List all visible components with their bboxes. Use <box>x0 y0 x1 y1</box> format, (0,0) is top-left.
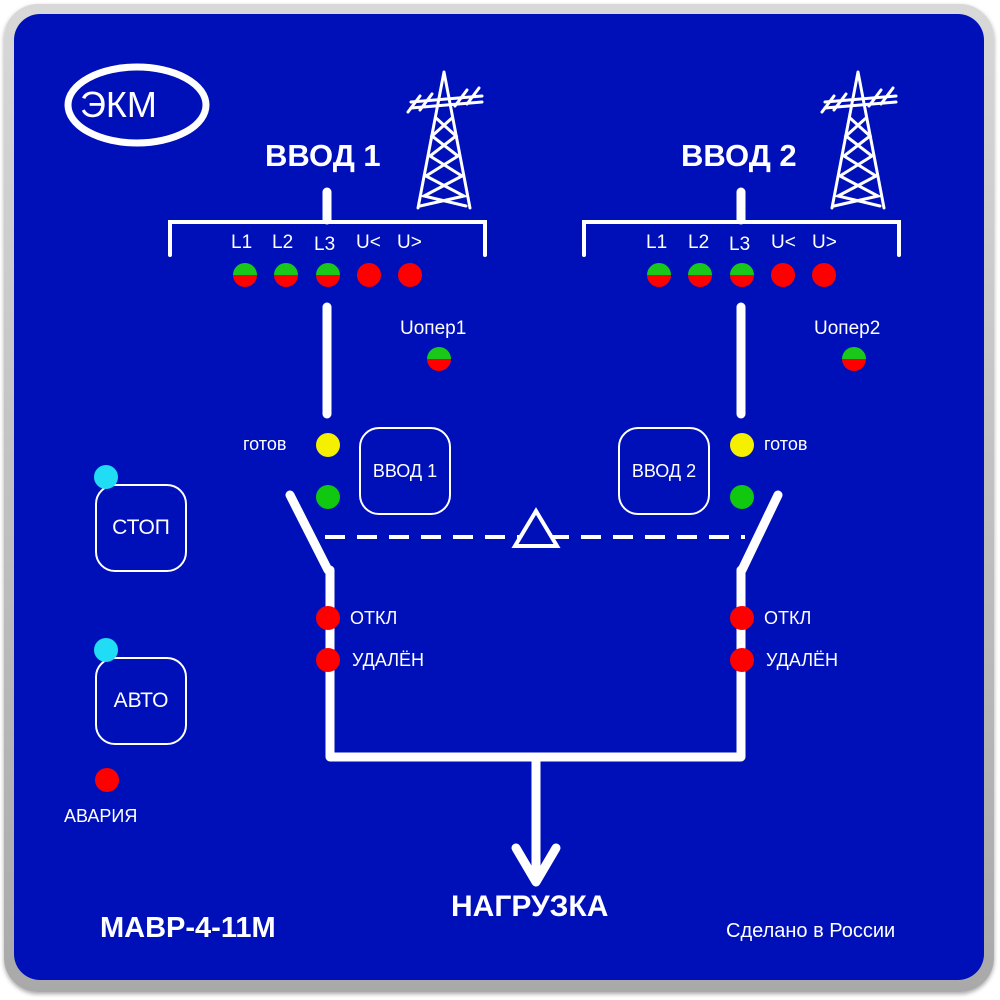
input1-l3-led <box>316 263 340 287</box>
auto-button[interactable]: АВТО <box>95 657 187 745</box>
input1-l1-led <box>233 263 257 287</box>
input1-oper-led <box>427 347 451 371</box>
input1-ready-label: готов <box>243 434 287 454</box>
input1-phase-label-l2: L2 <box>272 232 294 253</box>
alarm-label: АВАРИЯ <box>64 806 138 826</box>
input1-title: ВВОД 1 <box>265 138 381 173</box>
input1-oper-label: Uопер1 <box>400 318 467 339</box>
input2-button[interactable]: ВВОД 2 <box>618 427 710 515</box>
input2-off-led <box>730 606 754 630</box>
made-in-label: Сделано в России <box>726 920 896 942</box>
input2-l3-led <box>730 263 754 287</box>
auto-led <box>94 638 118 662</box>
alarm-led <box>95 768 119 792</box>
input1-undervoltage-led <box>357 263 381 287</box>
input2-off-label: ОТКЛ <box>764 608 812 628</box>
input1-off-label: ОТКЛ <box>350 608 398 628</box>
input1-off-led <box>316 606 340 630</box>
load-label: НАГРУЗКА <box>451 890 609 923</box>
input1-switch-blade <box>285 490 333 575</box>
input2-oper-led <box>842 347 866 371</box>
input2-oper-label: Uопер2 <box>814 318 881 339</box>
input2-overvoltage-led <box>812 263 836 287</box>
load-arrow-icon <box>511 843 561 887</box>
logo-text: ЭКМ <box>80 84 157 125</box>
input2-undervoltage-led <box>771 263 795 287</box>
input2-phase-label-l2: L2 <box>688 232 710 253</box>
input1-overvoltage-label: U> <box>397 232 422 253</box>
power-tower-icon-1 <box>406 70 484 210</box>
model-label: МАВР-4-11М <box>100 912 276 944</box>
input2-l2-led <box>688 263 712 287</box>
input2-switch-led <box>730 485 754 509</box>
input1-undervoltage-label: U< <box>356 232 381 253</box>
input2-undervoltage-label: U< <box>771 232 796 253</box>
input1-phase-label-l3: L3 <box>314 234 336 255</box>
input2-title: ВВОД 2 <box>681 138 797 173</box>
input1-button[interactable]: ВВОД 1 <box>359 427 451 515</box>
interlock-triangle-icon <box>511 507 561 548</box>
input1-remote-led <box>316 648 340 672</box>
input2-remote-label: УДАЛЁН <box>766 650 839 670</box>
input2-remote-led <box>730 648 754 672</box>
input2-ready-led <box>730 433 754 457</box>
input2-switch-blade <box>737 490 783 575</box>
input2-phase-label-l1: L1 <box>646 232 668 253</box>
power-tower-icon-2 <box>820 70 898 210</box>
input2-l1-led <box>647 263 671 287</box>
input1-phase-label-l1: L1 <box>231 232 253 253</box>
stop-button[interactable]: СТОП <box>95 484 187 572</box>
logo-ellipse <box>64 63 210 147</box>
stop-led <box>94 465 118 489</box>
input1-remote-label: УДАЛЁН <box>352 650 425 670</box>
input2-ready-label: готов <box>764 434 808 454</box>
input2-overvoltage-label: U> <box>812 232 837 253</box>
input2-phase-label-l3: L3 <box>729 234 751 255</box>
input1-l2-led <box>274 263 298 287</box>
input1-overvoltage-led <box>398 263 422 287</box>
input1-switch-led <box>316 485 340 509</box>
input1-ready-led <box>316 433 340 457</box>
